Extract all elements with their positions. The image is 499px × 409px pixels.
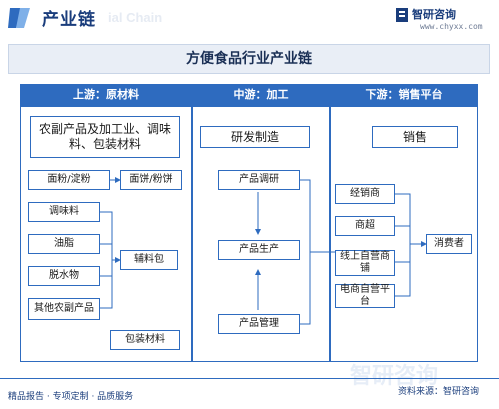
section-title: 产业链 [42,10,96,30]
aux-pack-node: 辅料包 [120,250,178,270]
consumer-node: 消费者 [426,234,472,254]
brand-url: www.chyxx.com [420,22,483,31]
flour-node: 面粉/淀粉 [28,170,110,190]
supermarket-node: 商超 [335,216,395,236]
main-title: 方便食品行业产业链 [186,51,312,67]
footer-watermark: 智研咨询 [350,364,439,389]
main-title-bar [8,44,490,74]
brand-name: 智研咨询 [412,8,456,21]
seasoning-node: 调味料 [28,202,100,222]
section-title-icon [8,8,30,28]
offline-store-node: 线上自营商铺 [335,250,395,276]
production-node: 产品生产 [218,240,300,260]
management-node: 产品管理 [218,314,300,334]
upstream-top-box: 农副产品及加工业、调味料、包装材料 [30,116,180,158]
header-bar [0,0,499,36]
distributor-node: 经销商 [335,184,395,204]
noodle-node: 面饼/粉饼 [120,170,182,190]
downstream-top-box: 销售 [372,126,458,148]
oil-node: 油脂 [28,234,100,254]
other-products-node: 其他农副产品 [28,298,100,320]
brand-logo-icon [396,8,408,22]
dehydrated-node: 脱水物 [28,266,100,286]
research-node: 产品调研 [218,170,300,190]
column-header-upstream: 上游：原材料 [20,84,192,106]
midstream-top-box: 研发制造 [200,126,310,148]
footer-source: 资料来源：智研咨询 [398,387,480,397]
column-header-midstream: 中游：加工 [192,84,330,106]
footer-slogan: 精品报告 · 专项定制 · 品质服务 [8,392,134,402]
ecommerce-node: 电商自营平台 [335,284,395,308]
ghost-text: ial Chain [108,10,163,25]
packaging-node: 包装材料 [110,330,180,350]
footer-line [0,378,499,379]
column-header-downstream: 下游：销售平台 [330,84,478,106]
